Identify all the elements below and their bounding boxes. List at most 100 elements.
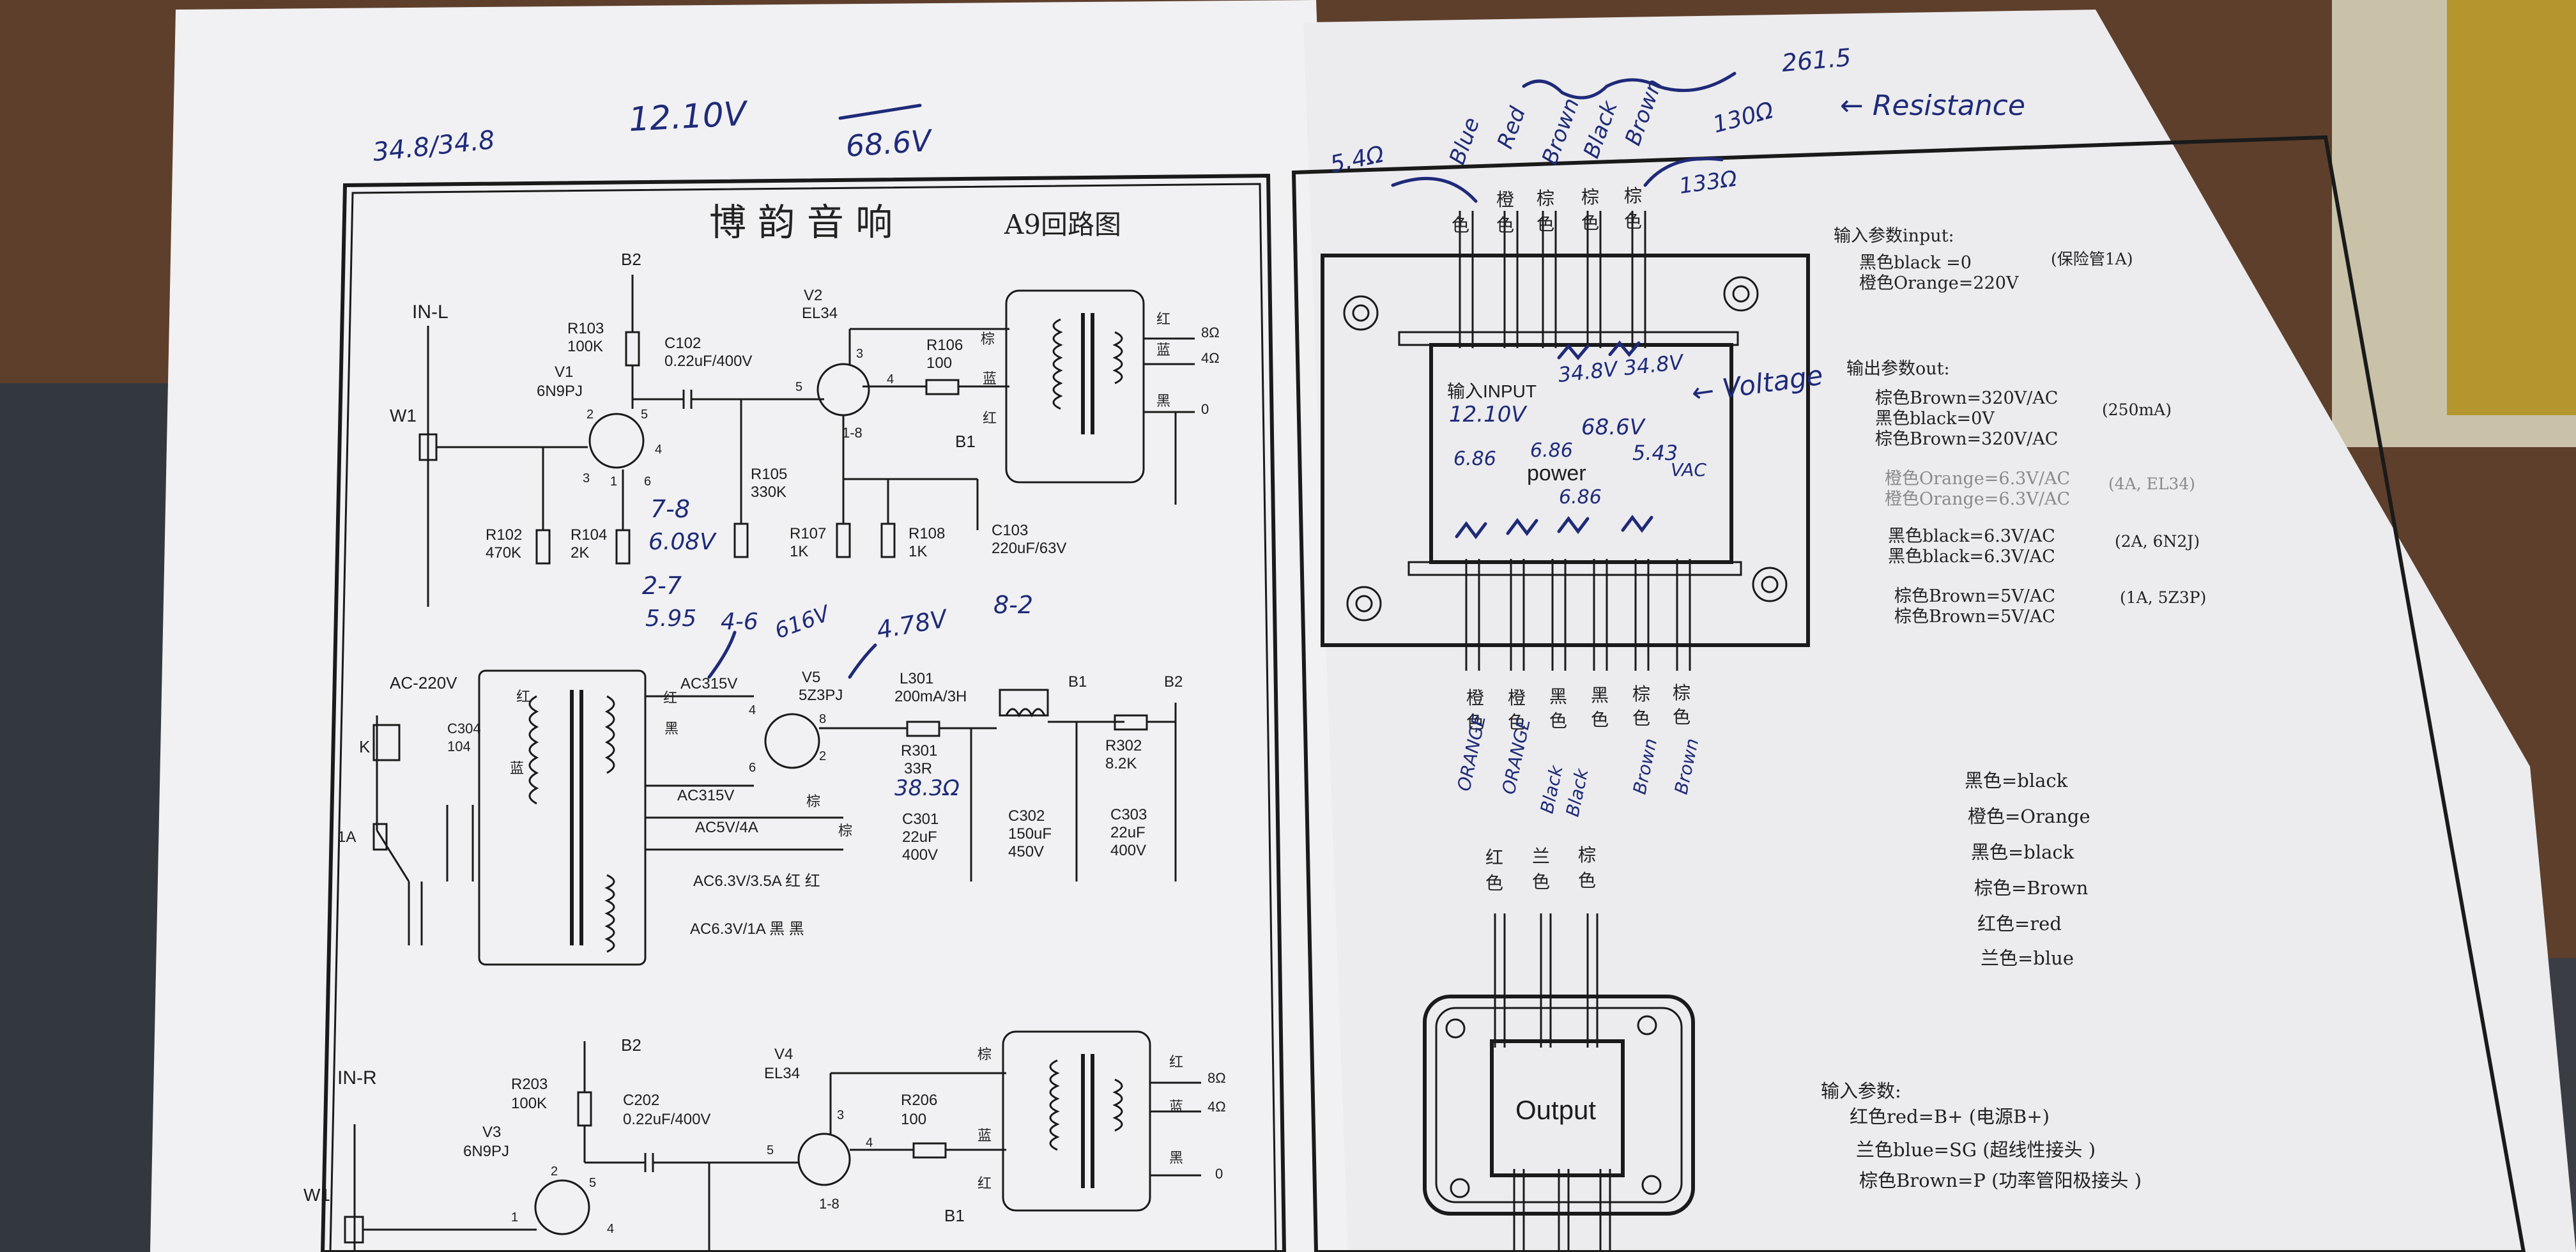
v1-type: 6N9PJ	[537, 383, 583, 400]
svg-text:色: 色	[1632, 708, 1650, 729]
r302-value: 8.2K	[1105, 755, 1137, 772]
r301-value: 33R	[904, 760, 932, 777]
wire-label-black-out-left: 黑	[1156, 393, 1170, 409]
c103-value: 220uF/63V	[992, 540, 1066, 557]
xfmr-power-label: power	[1527, 461, 1586, 485]
hw-8-2: 8-2	[993, 591, 1033, 619]
c302-cap: 150uF	[1008, 825, 1052, 843]
v2-type: EL34	[802, 305, 838, 322]
out-g1-note: (250mA)	[2102, 401, 2172, 419]
r104-label: R104	[571, 526, 607, 544]
input-param-orange: 橙色Orange=220V	[1859, 273, 2019, 293]
r302-label: R302	[1105, 737, 1142, 754]
ps-wire-brown-b: 棕	[838, 823, 852, 839]
v3-pin-2: 2	[551, 1164, 558, 1179]
v1-pin-4: 4	[655, 443, 662, 457]
output-wire-brown-2: 色	[1578, 870, 1596, 891]
output-wire-blue-1: 兰	[1532, 846, 1550, 867]
input-params-title: 输入参数input:	[1834, 226, 1954, 246]
out-g1-line1: 棕色Brown=320V/AC	[1875, 388, 2058, 408]
xfmr-bottom-labels: 橙 色 橙 色 黑 色 黑 色 棕 色 棕 色	[1466, 682, 1690, 733]
handwritten-notes: 34.8/34.8 12.10V 68.6V 5.4Ω Blue Red Bro…	[371, 43, 2025, 819]
out-g3-line1: 黑色black=6.3V/AC	[1888, 526, 2055, 546]
legend-4: 棕色=Brown	[1974, 877, 2088, 899]
r206-value: 100	[901, 1111, 926, 1128]
output-param-red: 红色red=B+ (电源B+)	[1850, 1106, 2050, 1127]
r108-label: R108	[908, 525, 945, 542]
legend-2: 橙色=Orange	[1968, 805, 2090, 827]
hw-5-95: 5.95	[645, 606, 696, 632]
svg-text:色: 色	[1466, 712, 1484, 733]
xfmr-top-wire-1: 色	[1452, 215, 1469, 236]
svg-text:色: 色	[1591, 709, 1609, 730]
c102-value: 0.22uF/400V	[664, 353, 752, 370]
r103-label: R103	[567, 320, 604, 337]
c202-value: 0.22uF/400V	[623, 1111, 710, 1128]
r108-value: 1K	[908, 543, 927, 560]
svg-text:橙: 橙	[1508, 687, 1526, 708]
output-param-brown: 棕色Brown=P (功率管阳极接头 )	[1859, 1170, 2142, 1191]
r107-label: R107	[790, 525, 826, 542]
out-g3-note: (2A, 6N2J)	[2115, 532, 2200, 551]
v2-label: V2	[804, 287, 822, 304]
out-g4-note: (1A, 5Z3P)	[2120, 588, 2206, 607]
r-wire-black-out: 黑	[1169, 1150, 1183, 1166]
out-8ohm-right: 8Ω	[1208, 1070, 1226, 1086]
l301-label: L301	[900, 670, 933, 687]
ps-wire-blue: 蓝	[510, 761, 524, 777]
svg-text:橙: 橙	[1466, 687, 1484, 708]
paper-sheet-left	[150, 0, 1361, 1252]
fuse-label: 1A	[337, 828, 356, 846]
xfmr-top-wire-3: 色	[1537, 213, 1554, 234]
r105-value: 330K	[751, 484, 786, 501]
out-g4-line1: 棕色Brown=5V/AC	[1894, 586, 2055, 606]
v1-pin-5: 5	[641, 408, 648, 422]
legend-3: 黑色=black	[1971, 841, 2074, 863]
hw-v6-86-b: 6.86	[1530, 439, 1573, 462]
r203-value: 100K	[511, 1095, 547, 1112]
wire-label-blue-out-left: 蓝	[1156, 342, 1170, 358]
r206-label: R206	[901, 1092, 937, 1109]
xfmr-top-hi-1: 橙	[1496, 189, 1514, 210]
r301-label: R301	[901, 742, 937, 760]
w1-label-r: W1	[303, 1185, 330, 1205]
v1-pin-1: 1	[610, 475, 617, 489]
out-g2-note: (4A, EL34)	[2108, 475, 2195, 493]
r103-value: 100K	[567, 338, 603, 355]
output-params-title: 输入参数:	[1821, 1080, 1901, 1102]
b2-label-r: B2	[621, 1035, 641, 1055]
v4-pin-5: 5	[767, 1143, 774, 1157]
v3-pin-4: 4	[607, 1222, 614, 1236]
b1-label-ps: B1	[1068, 673, 1087, 691]
svg-text:黑: 黑	[1591, 685, 1609, 706]
v1-label: V1	[555, 363, 573, 381]
v4-type: EL34	[764, 1065, 800, 1082]
hw-v6-86-a: 6.86	[1453, 448, 1496, 470]
hw-v6-86-c: 6.86	[1559, 486, 1602, 508]
schematic-frame-inner	[329, 183, 1277, 1252]
hw-v5-43: 5.43	[1632, 441, 1678, 465]
wire-label-blue-left: 蓝	[983, 371, 997, 387]
hw-38-3ohm: 38.3Ω	[894, 775, 960, 801]
c302-volt: 450V	[1008, 843, 1044, 860]
binder-edge-dark	[2447, 0, 2576, 415]
schematic-subtitle: A9回路图	[1004, 209, 1121, 240]
input-param-black: 黑色black =0	[1859, 253, 1972, 273]
output-param-blue: 兰色blue=SG (超线性接头 )	[1856, 1139, 2096, 1161]
hw-261-5: 261.5	[1781, 43, 1852, 77]
ac315v-label-b: AC315V	[677, 787, 734, 804]
k-switch-label: K	[359, 737, 371, 756]
legend-6: 兰色=blue	[1981, 947, 2074, 969]
c102-label: C102	[664, 335, 701, 352]
v5-label: V5	[802, 669, 820, 686]
wire-label-red-left: 红	[983, 411, 997, 427]
xfmr-top-hi-2: 棕	[1537, 188, 1554, 209]
xfmr-top-wire-2: 色	[1496, 215, 1514, 236]
hw-v68-6: 68.6V	[1581, 415, 1646, 440]
output-params-title: 输出参数out:	[1846, 359, 1950, 379]
r105-label: R105	[751, 466, 787, 483]
legend-5: 红色=red	[1977, 913, 2062, 935]
v5-pin-4: 4	[749, 703, 756, 717]
xfmr-input-label: 输入INPUT	[1447, 381, 1537, 401]
c303-cap: 22uF	[1110, 824, 1146, 841]
